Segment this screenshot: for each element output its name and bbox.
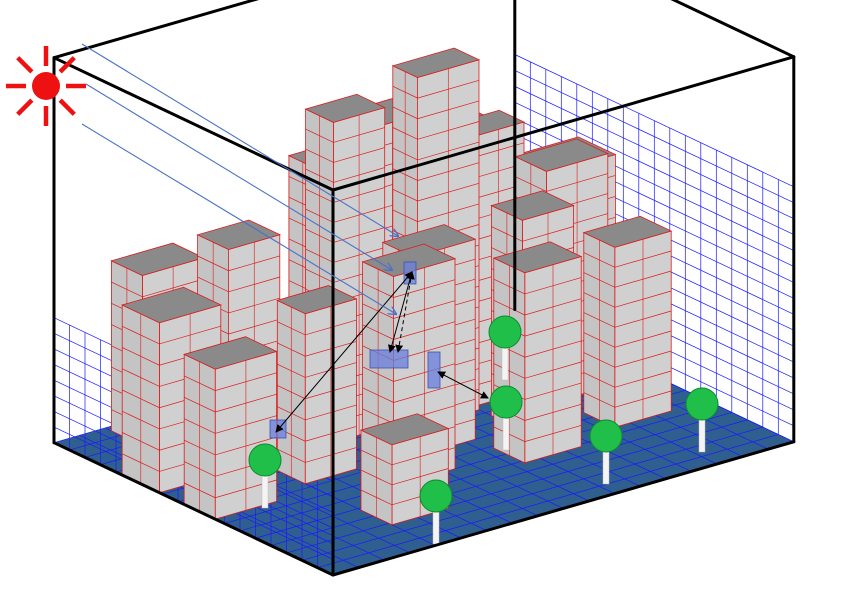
sun-ray: [18, 100, 32, 114]
surface-patch: [370, 350, 408, 368]
sun-ray: [60, 100, 74, 114]
tree-crown: [249, 444, 281, 476]
surface-patch: [428, 352, 440, 388]
sun-disc: [32, 72, 60, 100]
domain-box-edge: [515, 0, 794, 57]
tree-crown: [686, 388, 718, 420]
tree-crown: [489, 316, 521, 348]
sun-icon: [6, 46, 86, 126]
domain-box-edge: [54, 0, 515, 58]
tree-crown: [420, 480, 452, 512]
domain-box-edge: [54, 58, 333, 190]
tree-crown: [490, 386, 522, 418]
sun-ray: [18, 58, 32, 72]
tree-crown: [590, 420, 622, 452]
building-block: [584, 216, 671, 427]
